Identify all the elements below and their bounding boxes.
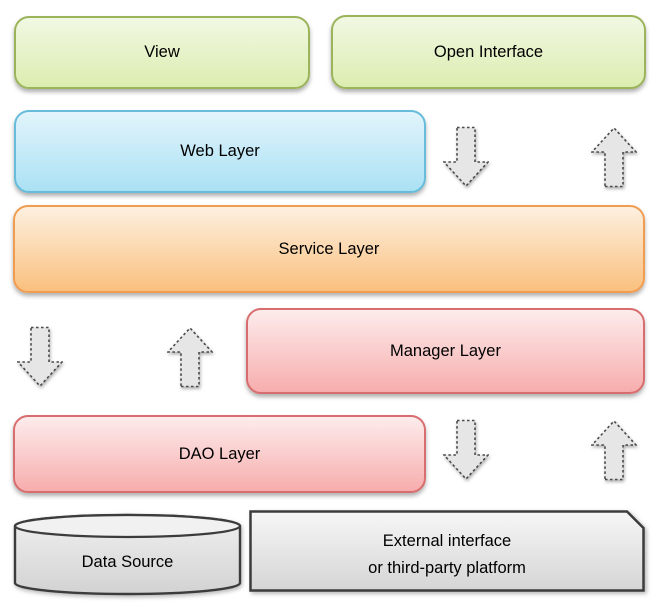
data-source-cylinder: Data Source (13, 513, 242, 597)
manager-layer-label: Manager Layer (390, 341, 501, 360)
open-interface-box: Open Interface (331, 15, 646, 89)
view-label: View (144, 43, 180, 61)
service-layer-label: Service Layer (278, 239, 380, 258)
web-layer-box: Web Layer (14, 110, 426, 193)
external-interface-line2: or third-party platform (368, 559, 526, 577)
service-layer-box: Service Layer (13, 205, 645, 293)
data-source-label: Data Source (81, 552, 174, 571)
external-interface-box: External interface or third-party platfo… (249, 510, 645, 592)
down-arrow-icon (17, 326, 63, 388)
open-interface-label: Open Interface (433, 42, 544, 61)
down-arrow-icon (443, 126, 489, 188)
dao-layer-label: DAO Layer (178, 444, 261, 463)
external-interface-line1: External interface (382, 532, 512, 550)
down-arrow-icon (443, 419, 489, 481)
up-arrow-icon (591, 419, 637, 481)
dao-layer-box: DAO Layer (13, 415, 426, 493)
up-arrow-icon (167, 326, 213, 388)
manager-layer-box: Manager Layer (246, 308, 645, 394)
database-icon (13, 513, 242, 596)
external-interface-label: External interface or third-party platfo… (249, 510, 645, 592)
web-layer-label: Web Layer (180, 142, 260, 160)
up-arrow-icon (591, 126, 637, 188)
view-box: View (14, 16, 310, 89)
